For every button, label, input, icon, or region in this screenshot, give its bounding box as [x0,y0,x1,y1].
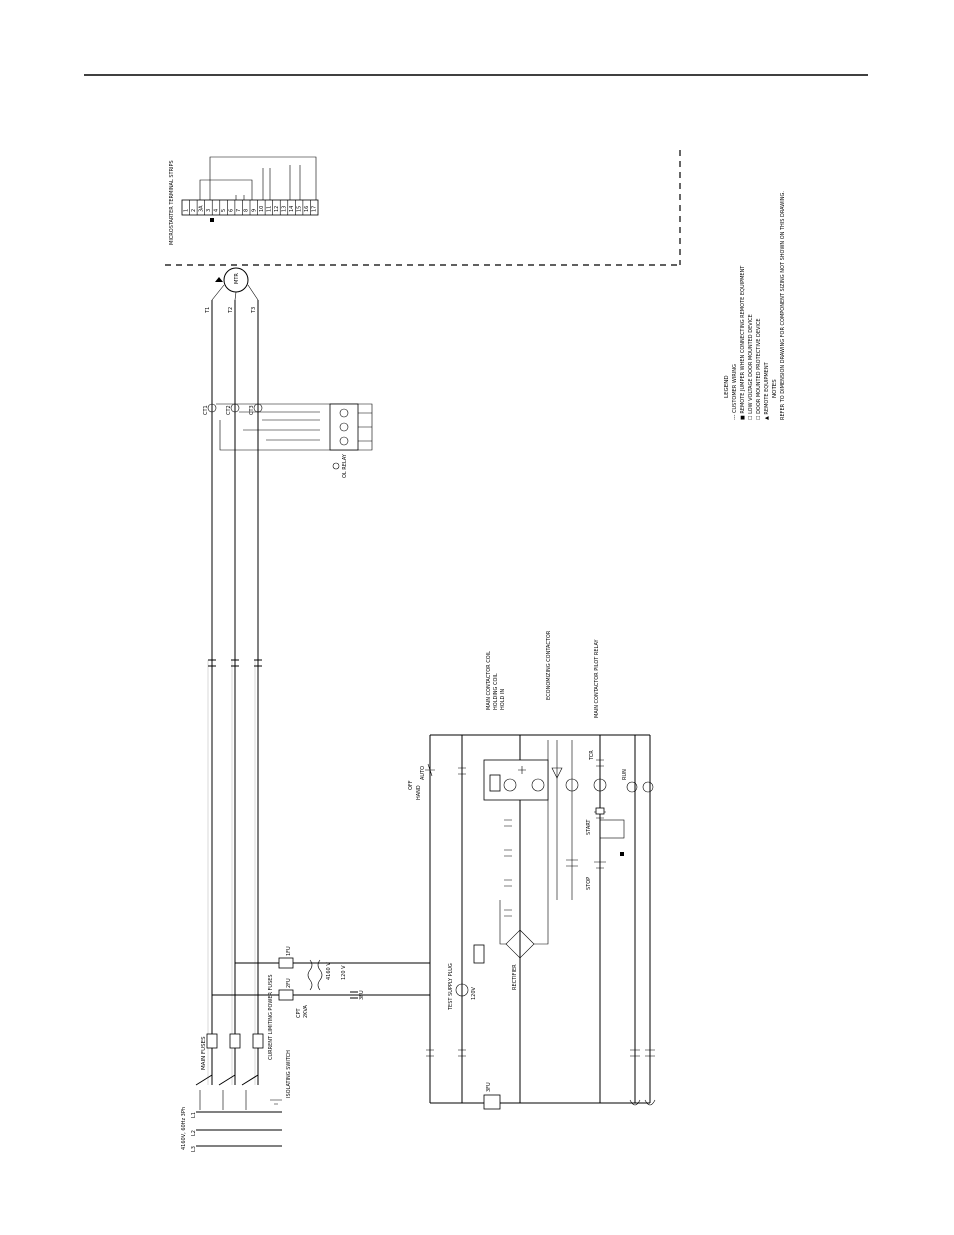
main-coil-label: MAIN CONTACTOR COIL [486,651,492,710]
svg-text:AUTO: AUTO [420,766,426,780]
terminal-number: 7 [236,209,242,212]
terminal-number: 5 [221,209,227,212]
svg-text:HAND: HAND [416,785,422,800]
svg-text:T3: T3 [251,307,257,314]
remote-jumper-marker [210,218,214,222]
svg-text:3FU: 3FU [359,990,365,1000]
svg-text:T2: T2 [228,307,234,314]
test-plug-icon [455,983,469,997]
run-label: RUN [622,769,628,780]
svg-text:2FU: 2FU [286,978,292,988]
overload-relay-icon [332,462,340,470]
svg-text:HOLD IN: HOLD IN [500,689,506,710]
current-transformers: CT1 CT2 CT3 OL RELAY [203,403,373,478]
svg-text:4160 V: 4160 V [326,962,332,980]
svg-text:--- CUSTOMER WIRING: --- CUSTOMER WIRING [732,364,738,420]
terminal-number: 10 [259,206,265,212]
remote-equipment-icon [215,277,223,282]
svg-text:TCR: TCR [589,750,595,761]
svg-text:TEST SUPPLY PLUG: TEST SUPPLY PLUG [448,963,454,1011]
terminal-number: 15 [297,206,303,212]
svg-text:OFF: OFF [408,780,414,790]
cpt-section: 1FU 2FU CPT 2KVA 4160 V 120 V 3FU [212,946,430,1018]
svg-text:L3: L3 [191,1146,197,1152]
svg-text:3FU: 3FU [486,1082,492,1092]
terminal-number: 6 [229,209,235,212]
notes-title: NOTES [772,379,778,398]
legend-title: LEGEND [724,375,730,398]
svg-text:■ REMOTE JUMPER WHEN CONNECTI: ■ REMOTE JUMPER WHEN CONNECTING REMOTE E… [740,265,746,420]
terminal-number: 3A [198,205,204,212]
terminal-number: 12 [274,206,280,212]
main-fuses-label: MAIN FUSES [201,1036,207,1070]
legend: LEGEND --- CUSTOMER WIRING ■ REMOTE JUMP… [724,191,786,420]
stop-label: STOP [586,877,592,890]
current-limiting-fuses-label: CURRENT LIMITING POWER FUSES [268,974,274,1060]
terminal-number: 2 [191,209,197,212]
terminal-number: 1 [183,209,189,212]
motor: MTR T1 T2 T3 [205,267,259,314]
start-label: START [586,819,592,835]
svg-text:2KVA: 2KVA [303,1004,309,1018]
svg-text:☐ LOW VOLTAGE DOOR MOUNTED DE: ☐ LOW VOLTAGE DOOR MOUNTED DEVICE [748,314,754,420]
svg-text:120 V: 120 V [341,965,347,980]
supply-label: 4160V, 60Hz 3Ph [181,1107,187,1150]
svg-text:L2: L2 [191,1130,197,1136]
terminal-number: 3 [206,209,212,212]
svg-text:▲ REMOTE EQUIPMENT: ▲ REMOTE EQUIPMENT [764,361,770,420]
svg-text:RECTIFIER: RECTIFIER [512,964,518,990]
power-buses [207,300,259,1085]
svg-text:CT1: CT1 [203,405,209,415]
svg-text:1FU: 1FU [286,946,292,956]
isolating-switch-label: ISOLATING SWITCH [286,1050,292,1098]
incoming-supply: 4160V, 60Hz 3Ph L1 L2 L3 [181,1107,282,1152]
terminal-number: 11 [266,206,272,212]
control-circuit: 3FU OFF HAND AUTO TEST SUPPLY PLUG 120V … [408,630,656,1110]
terminal-number: 8 [244,209,250,212]
terminal-number: 4 [214,209,220,212]
motor-label: MTR [234,273,240,284]
pilot-relay-label: MAIN CONTACTOR PILOT RELAY [594,639,600,718]
svg-text:☐ DOOR MOUNTED PROTECTIVE DEV: ☐ DOOR MOUNTED PROTECTIVE DEVICE [756,318,762,420]
svg-text:L1: L1 [191,1112,197,1118]
svg-text:120V: 120V [471,986,477,1000]
svg-text:T1: T1 [205,307,211,314]
terminal-strip-title: MICROSTARTER TERMINAL STRIPS [169,160,175,245]
main-contacts [208,659,262,667]
terminal-number: 17 [312,206,318,212]
svg-text:CT3: CT3 [249,405,255,415]
svg-text:CT2: CT2 [226,405,232,415]
terminal-number: 13 [282,206,288,212]
economizing-label: ECONOMIZING CONTACTOR [546,630,552,700]
svg-text:REFER TO DIMENSION DRAWING FOR: REFER TO DIMENSION DRAWING FOR COMPONENT… [780,191,786,420]
overload-label: OL RELAY [342,453,348,478]
isolating-switch: ISOLATING SWITCH [195,1050,292,1110]
svg-text:HOLDING COIL: HOLDING COIL [493,673,499,710]
customer-wiring-boundary [165,150,681,266]
terminal-number: 16 [304,206,310,212]
terminal-number: 9 [251,209,257,212]
main-fuses: MAIN FUSES CURRENT LIMITING POWER FUSES [201,974,274,1070]
terminal-number: 14 [289,206,295,212]
cpt-label: CPT [296,1007,302,1018]
